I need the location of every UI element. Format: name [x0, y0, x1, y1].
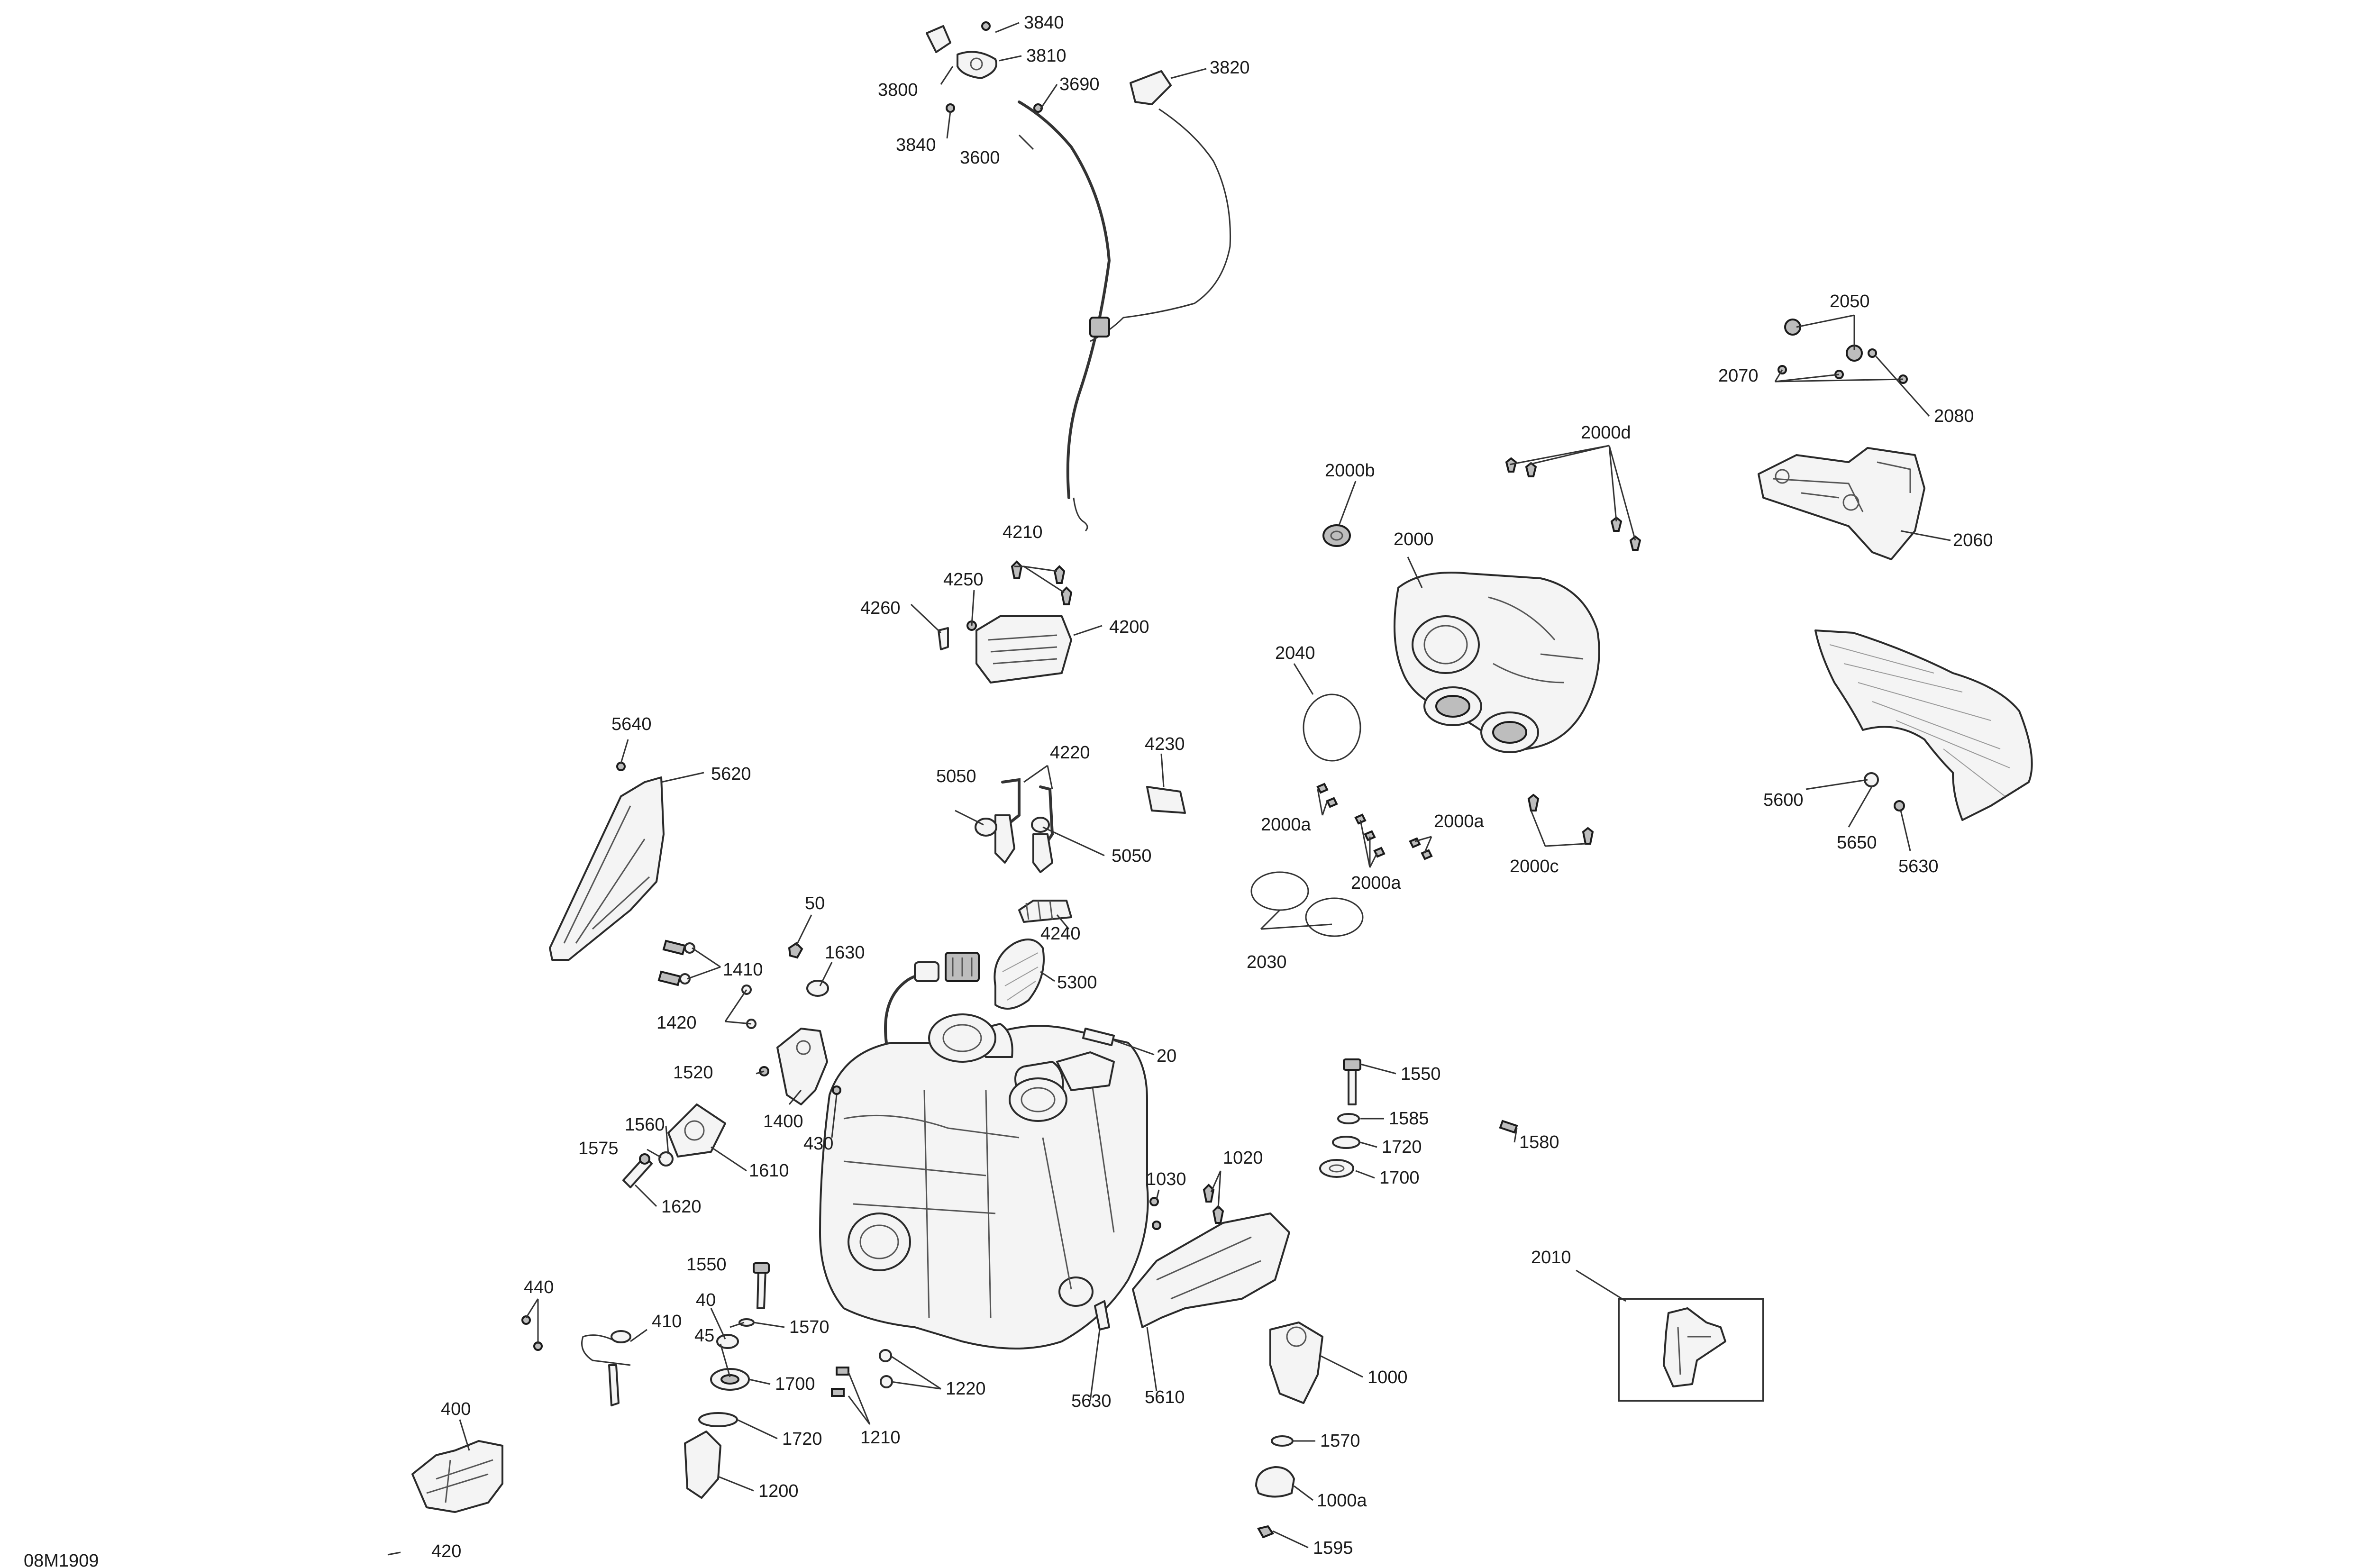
callout-5650: 5650 [1837, 833, 1877, 853]
callout-1575: 1575 [578, 1139, 619, 1158]
callout-1220: 1220 [946, 1379, 986, 1399]
callout-1570: 1570 [1320, 1431, 1360, 1451]
callout-3600: 3600 [960, 148, 1000, 168]
callout-4210: 4210 [1003, 522, 1043, 542]
callout-440: 440 [524, 1277, 554, 1297]
callout-1410: 1410 [723, 960, 763, 980]
callout-3690: 3690 [1059, 74, 1100, 94]
callout-2000a: 2000a [1351, 873, 1402, 893]
callout-4240: 4240 [1040, 924, 1081, 944]
callout-1720: 1720 [782, 1429, 822, 1449]
callout-1200: 1200 [758, 1481, 799, 1501]
callout-5050: 5050 [936, 766, 976, 786]
inset-2010 [1618, 1298, 1764, 1402]
callout-1700: 1700 [775, 1374, 815, 1394]
callout-2080: 2080 [1934, 406, 1974, 426]
callout-5300: 5300 [1057, 973, 1097, 993]
callout-5630: 5630 [1071, 1391, 1112, 1411]
callout-40: 40 [696, 1290, 716, 1310]
callout-2000a: 2000a [1434, 811, 1485, 831]
callout-5630: 5630 [1898, 857, 1939, 876]
callout-2000b: 2000b [1325, 461, 1375, 481]
callout-2000: 2000 [1394, 529, 1434, 549]
callout-2000c: 2000c [1510, 857, 1559, 876]
callout-1210: 1210 [860, 1428, 901, 1448]
callout-20: 20 [1157, 1046, 1176, 1066]
callout-1610: 1610 [749, 1161, 789, 1181]
callout-3820: 3820 [1210, 58, 1250, 78]
callout-5640: 5640 [611, 714, 652, 734]
callout-3810: 3810 [1026, 46, 1066, 66]
engine-block [819, 952, 1149, 1349]
callout-1000: 1000 [1367, 1367, 1408, 1387]
callout-2030: 2030 [1247, 952, 1287, 972]
callout-5600: 5600 [1763, 790, 1804, 810]
callout-4250: 4250 [943, 570, 984, 590]
callout-4220: 4220 [1050, 743, 1090, 763]
callout-1720: 1720 [1382, 1137, 1422, 1157]
callout-4260: 4260 [860, 598, 901, 618]
callout-2010: 2010 [1531, 1248, 1571, 1267]
heat-shield-5600 [1814, 629, 2033, 821]
callout-1030: 1030 [1146, 1169, 1186, 1189]
callout-1400: 1400 [763, 1112, 803, 1131]
callout-420: 420 [431, 1541, 461, 1561]
callout-410: 410 [652, 1312, 682, 1331]
callout-3800: 3800 [878, 80, 918, 100]
callout-2040: 2040 [1275, 643, 1315, 663]
callout-3840: 3840 [896, 135, 936, 155]
callout-labels: 3840 3810 3800 3690 3840 3600 3820 2050 … [24, 13, 1993, 1568]
callout-1585: 1585 [1389, 1109, 1429, 1129]
intake-fasteners [1316, 457, 1641, 860]
cvt-air-intake-2000 [1250, 524, 1600, 937]
fastener-parts [387, 778, 1518, 1556]
callout-1520: 1520 [673, 1063, 713, 1083]
callout-400: 400 [441, 1399, 471, 1419]
callout-1620: 1620 [661, 1197, 702, 1217]
document-reference: 08M1909 [24, 1551, 99, 1568]
mount-bracket-2060 [1758, 319, 1925, 560]
leader-lines [459, 22, 1951, 1549]
callout-45: 45 [694, 1326, 714, 1346]
callout-2060: 2060 [1953, 530, 1993, 550]
callout-1420: 1420 [656, 1013, 697, 1033]
callout-1580: 1580 [1519, 1132, 1559, 1152]
callout-3840: 3840 [1024, 13, 1064, 33]
callout-2000d: 2000d [1581, 423, 1631, 443]
callout-1020: 1020 [1223, 1148, 1263, 1168]
callout-2050: 2050 [1830, 292, 1870, 311]
shield-5620 [549, 762, 665, 961]
callout-1550: 1550 [1401, 1064, 1441, 1084]
callout-4230: 4230 [1145, 734, 1185, 754]
callout-1700: 1700 [1379, 1168, 1420, 1188]
callout-1570: 1570 [789, 1317, 830, 1337]
callout-2070: 2070 [1718, 366, 1759, 386]
callout-430: 430 [803, 1134, 833, 1154]
callout-1550: 1550 [686, 1255, 727, 1275]
callout-4200: 4200 [1109, 617, 1149, 637]
callout-2000a: 2000a [1261, 815, 1312, 835]
callout-5620: 5620 [711, 764, 751, 784]
callout-1630: 1630 [825, 943, 865, 963]
callout-5050: 5050 [1112, 846, 1152, 866]
callout-1000a: 1000a [1317, 1491, 1367, 1511]
callout-1560: 1560 [625, 1115, 665, 1135]
callout-50: 50 [805, 893, 825, 913]
sensor-cable-assembly [926, 21, 1231, 532]
callout-5610: 5610 [1145, 1387, 1185, 1407]
callout-1595: 1595 [1313, 1538, 1353, 1558]
